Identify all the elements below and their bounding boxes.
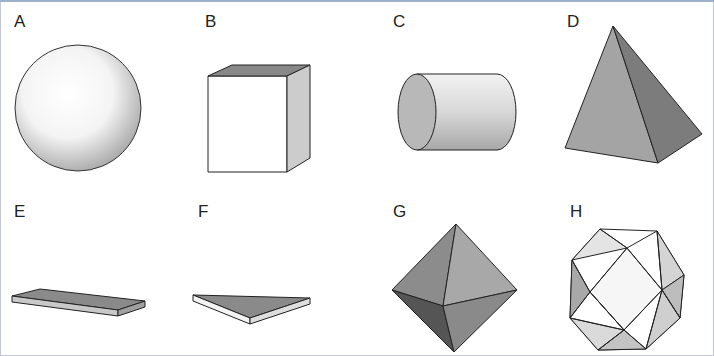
shape-letter: D	[567, 13, 579, 30]
triangular-slab	[193, 295, 310, 324]
cube	[208, 65, 310, 172]
pyramid	[565, 26, 702, 163]
shape-letter: H	[570, 203, 582, 220]
octahedron	[392, 224, 517, 352]
shape-letter: C	[393, 13, 405, 30]
shape-letter: G	[393, 203, 406, 220]
icosahedron	[570, 229, 684, 350]
shape-letter: E	[14, 203, 25, 220]
frame-top	[0, 0, 714, 2]
cylinder	[398, 74, 516, 150]
sphere	[15, 45, 141, 171]
rectangular-slab	[12, 289, 145, 316]
shape-letter: A	[14, 13, 25, 30]
shape-letter: F	[198, 203, 208, 220]
shape-letter: B	[205, 13, 216, 30]
